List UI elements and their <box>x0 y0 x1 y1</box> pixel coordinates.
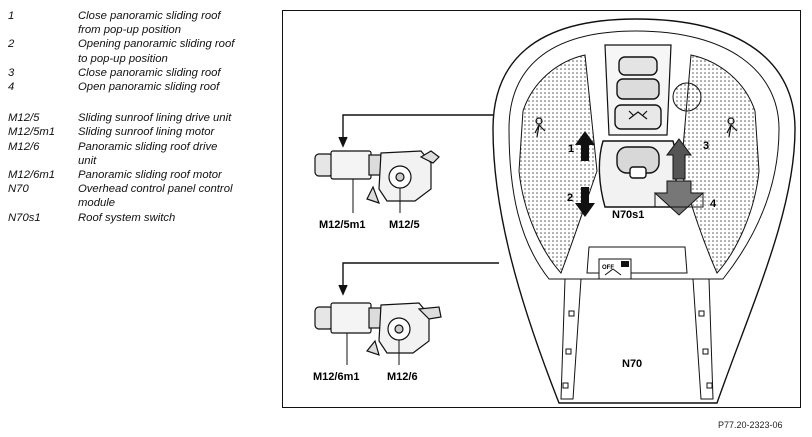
legend-item-2: 2 Opening panoramic sliding roof to pop-… <box>8 37 276 65</box>
button-middle[interactable] <box>616 78 660 100</box>
legend-key: 3 <box>8 66 15 79</box>
legend-text: from pop-up position <box>78 24 181 37</box>
legend-text: module <box>78 197 116 210</box>
label-1: 1 <box>568 143 574 155</box>
legend-item-3: 3 Close panoramic sliding roof <box>8 66 276 80</box>
legend-item-m12-5m1: M12/5m1 Sliding sunroof lining motor <box>8 125 276 139</box>
reading-light-icon-right <box>726 117 738 138</box>
motor-end-cap <box>314 153 334 177</box>
legend-item-4: 4 Open panoramic sliding roof <box>8 80 276 94</box>
label-2: 2 <box>567 192 573 204</box>
legend-key: N70 <box>8 183 29 196</box>
legend-text: Overhead control panel control <box>78 183 233 196</box>
button-top[interactable] <box>618 56 658 76</box>
legend-key: N70s1 <box>8 211 41 224</box>
off-indicator-led <box>621 261 629 267</box>
roof-system-illustration: M12/5m1 M12/5 M12/6m1 M12/6 <box>313 18 796 404</box>
legend-text: Roof system switch <box>78 211 176 224</box>
legend-item-n70s1: N70s1 Roof system switch <box>8 211 276 225</box>
dome-light-icon <box>628 110 648 120</box>
legend-text: Sliding sunroof lining drive unit <box>78 112 232 125</box>
arrow-4-open-roof-icon <box>653 180 705 216</box>
legend: 1 Close panoramic sliding roof from pop-… <box>8 9 276 225</box>
motor-body-m12-6m1 <box>330 302 372 334</box>
legend-key: M12/6m1 <box>8 169 56 182</box>
legend-text: Panoramic sliding roof drive <box>78 140 218 153</box>
left-rail <box>560 278 582 400</box>
roof-tilt-icon <box>604 268 622 276</box>
arrow-2-open-to-popup-icon <box>575 187 595 217</box>
legend-text: Open panoramic sliding roof <box>78 81 220 94</box>
label-n70: N70 <box>622 358 642 370</box>
label-m12-6: M12/6 <box>387 371 418 383</box>
legend-text: Opening panoramic sliding roof <box>78 38 235 51</box>
speaker-grille <box>672 82 702 112</box>
legend-text: to pop-up position <box>78 52 168 65</box>
legend-item-m12-5: M12/5 Sliding sunroof lining drive unit <box>8 111 276 125</box>
legend-key: 1 <box>8 10 15 22</box>
legend-text: Panoramic sliding roof motor <box>78 169 222 182</box>
legend-text: Close panoramic sliding roof <box>78 10 221 22</box>
legend-text: Sliding sunroof lining motor <box>78 126 215 139</box>
leader-line-lower <box>338 262 499 296</box>
label-m12-5: M12/5 <box>389 219 420 231</box>
panoramic-sliding-roof-drive-assembly <box>314 302 442 365</box>
right-rail <box>692 278 714 400</box>
sliding-sunroof-lining-drive-assembly <box>314 150 440 213</box>
legend-item-n70: N70 Overhead control panel control modul… <box>8 182 276 210</box>
arrow-1-close-from-popup-icon <box>575 131 595 161</box>
legend-item-m12-6: M12/6 Panoramic sliding roof drive unit <box>8 140 276 168</box>
label-m12-6m1: M12/6m1 <box>313 371 359 383</box>
legend-key: 2 <box>8 38 15 51</box>
figure-frame: M12/5m1 M12/5 M12/6m1 M12/6 <box>282 10 801 408</box>
legend-text: unit <box>78 154 97 167</box>
legend-spacer <box>8 94 276 111</box>
label-n70s1: N70s1 <box>612 209 644 221</box>
label-3: 3 <box>703 140 709 152</box>
legend-text: Close panoramic sliding roof <box>78 66 221 79</box>
off-label: OFF <box>602 265 614 271</box>
arrow-3-close-roof-icon <box>666 138 692 180</box>
figure-reference-number: P77.20-2323-06 <box>718 420 783 430</box>
label-4: 4 <box>710 198 717 210</box>
legend-key: 4 <box>8 81 15 94</box>
reading-light-icon-left <box>534 117 546 138</box>
legend-key: M12/5 <box>8 112 40 125</box>
label-m12-5m1: M12/5m1 <box>319 219 365 231</box>
overhead-control-panel <box>492 18 796 404</box>
legend-key: M12/6 <box>8 140 40 153</box>
motor-body-m12-5m1 <box>330 150 372 180</box>
right-reading-lamp-lens <box>680 54 760 274</box>
left-reading-lamp-lens <box>518 54 598 274</box>
button-interior-light[interactable] <box>614 104 662 130</box>
leader-line-upper <box>338 114 499 148</box>
legend-key: M12/5m1 <box>8 126 56 139</box>
legend-item-m12-6m1: M12/6m1 Panoramic sliding roof motor <box>8 168 276 182</box>
legend-item-1: 1 Close panoramic sliding roof from pop-… <box>8 9 276 37</box>
